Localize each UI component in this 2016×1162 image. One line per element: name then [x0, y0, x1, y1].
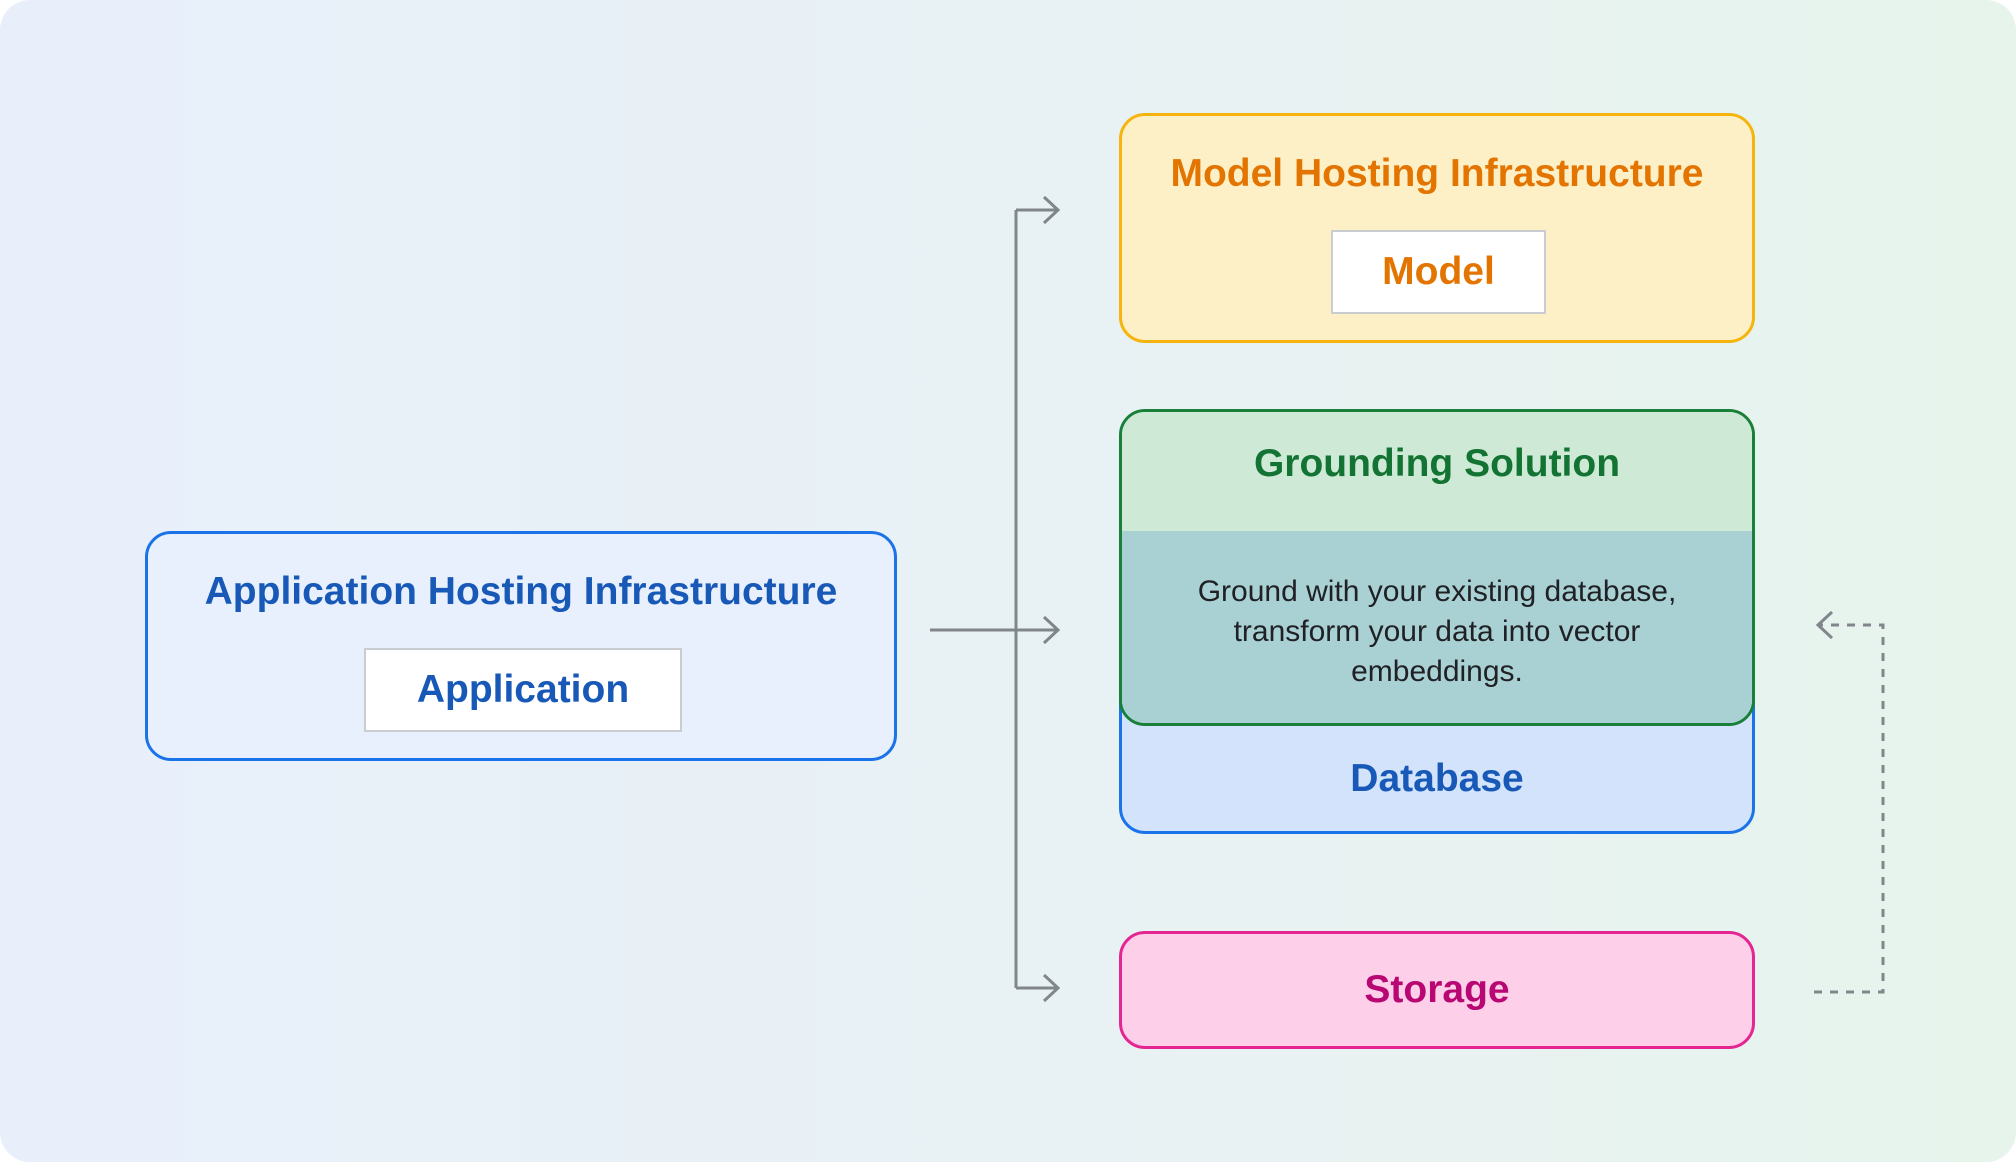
storage-box: Storage	[1119, 931, 1755, 1049]
arrow-to-database	[1815, 610, 1834, 640]
grounding-header-area	[1122, 412, 1752, 531]
grounding-solution-box: Grounding Solution Ground with your exis…	[1119, 409, 1755, 726]
arrow-to-storage	[1042, 973, 1061, 1003]
database-title: Database	[1350, 757, 1524, 800]
model-box: Model	[1331, 230, 1546, 314]
model-hosting-title: Model Hosting Infrastructure	[1170, 152, 1704, 195]
storage-title: Storage	[1364, 968, 1510, 1011]
grounding-overlap-area	[1122, 531, 1752, 723]
arrow-to-grounding	[1042, 615, 1061, 645]
application-box: Application	[364, 648, 682, 732]
grounding-solution-title: Grounding Solution	[1253, 442, 1621, 485]
model-hosting-box: Model Hosting Infrastructure Model	[1119, 113, 1755, 343]
dashed-storage-to-database	[1814, 623, 1885, 994]
grounding-description: Ground with your existing database, tran…	[1197, 575, 1677, 688]
application-hosting-box: Application Hosting Infrastructure Appli…	[145, 531, 897, 761]
arrow-to-model	[1042, 195, 1061, 225]
application-hosting-title: Application Hosting Infrastructure	[204, 570, 838, 613]
